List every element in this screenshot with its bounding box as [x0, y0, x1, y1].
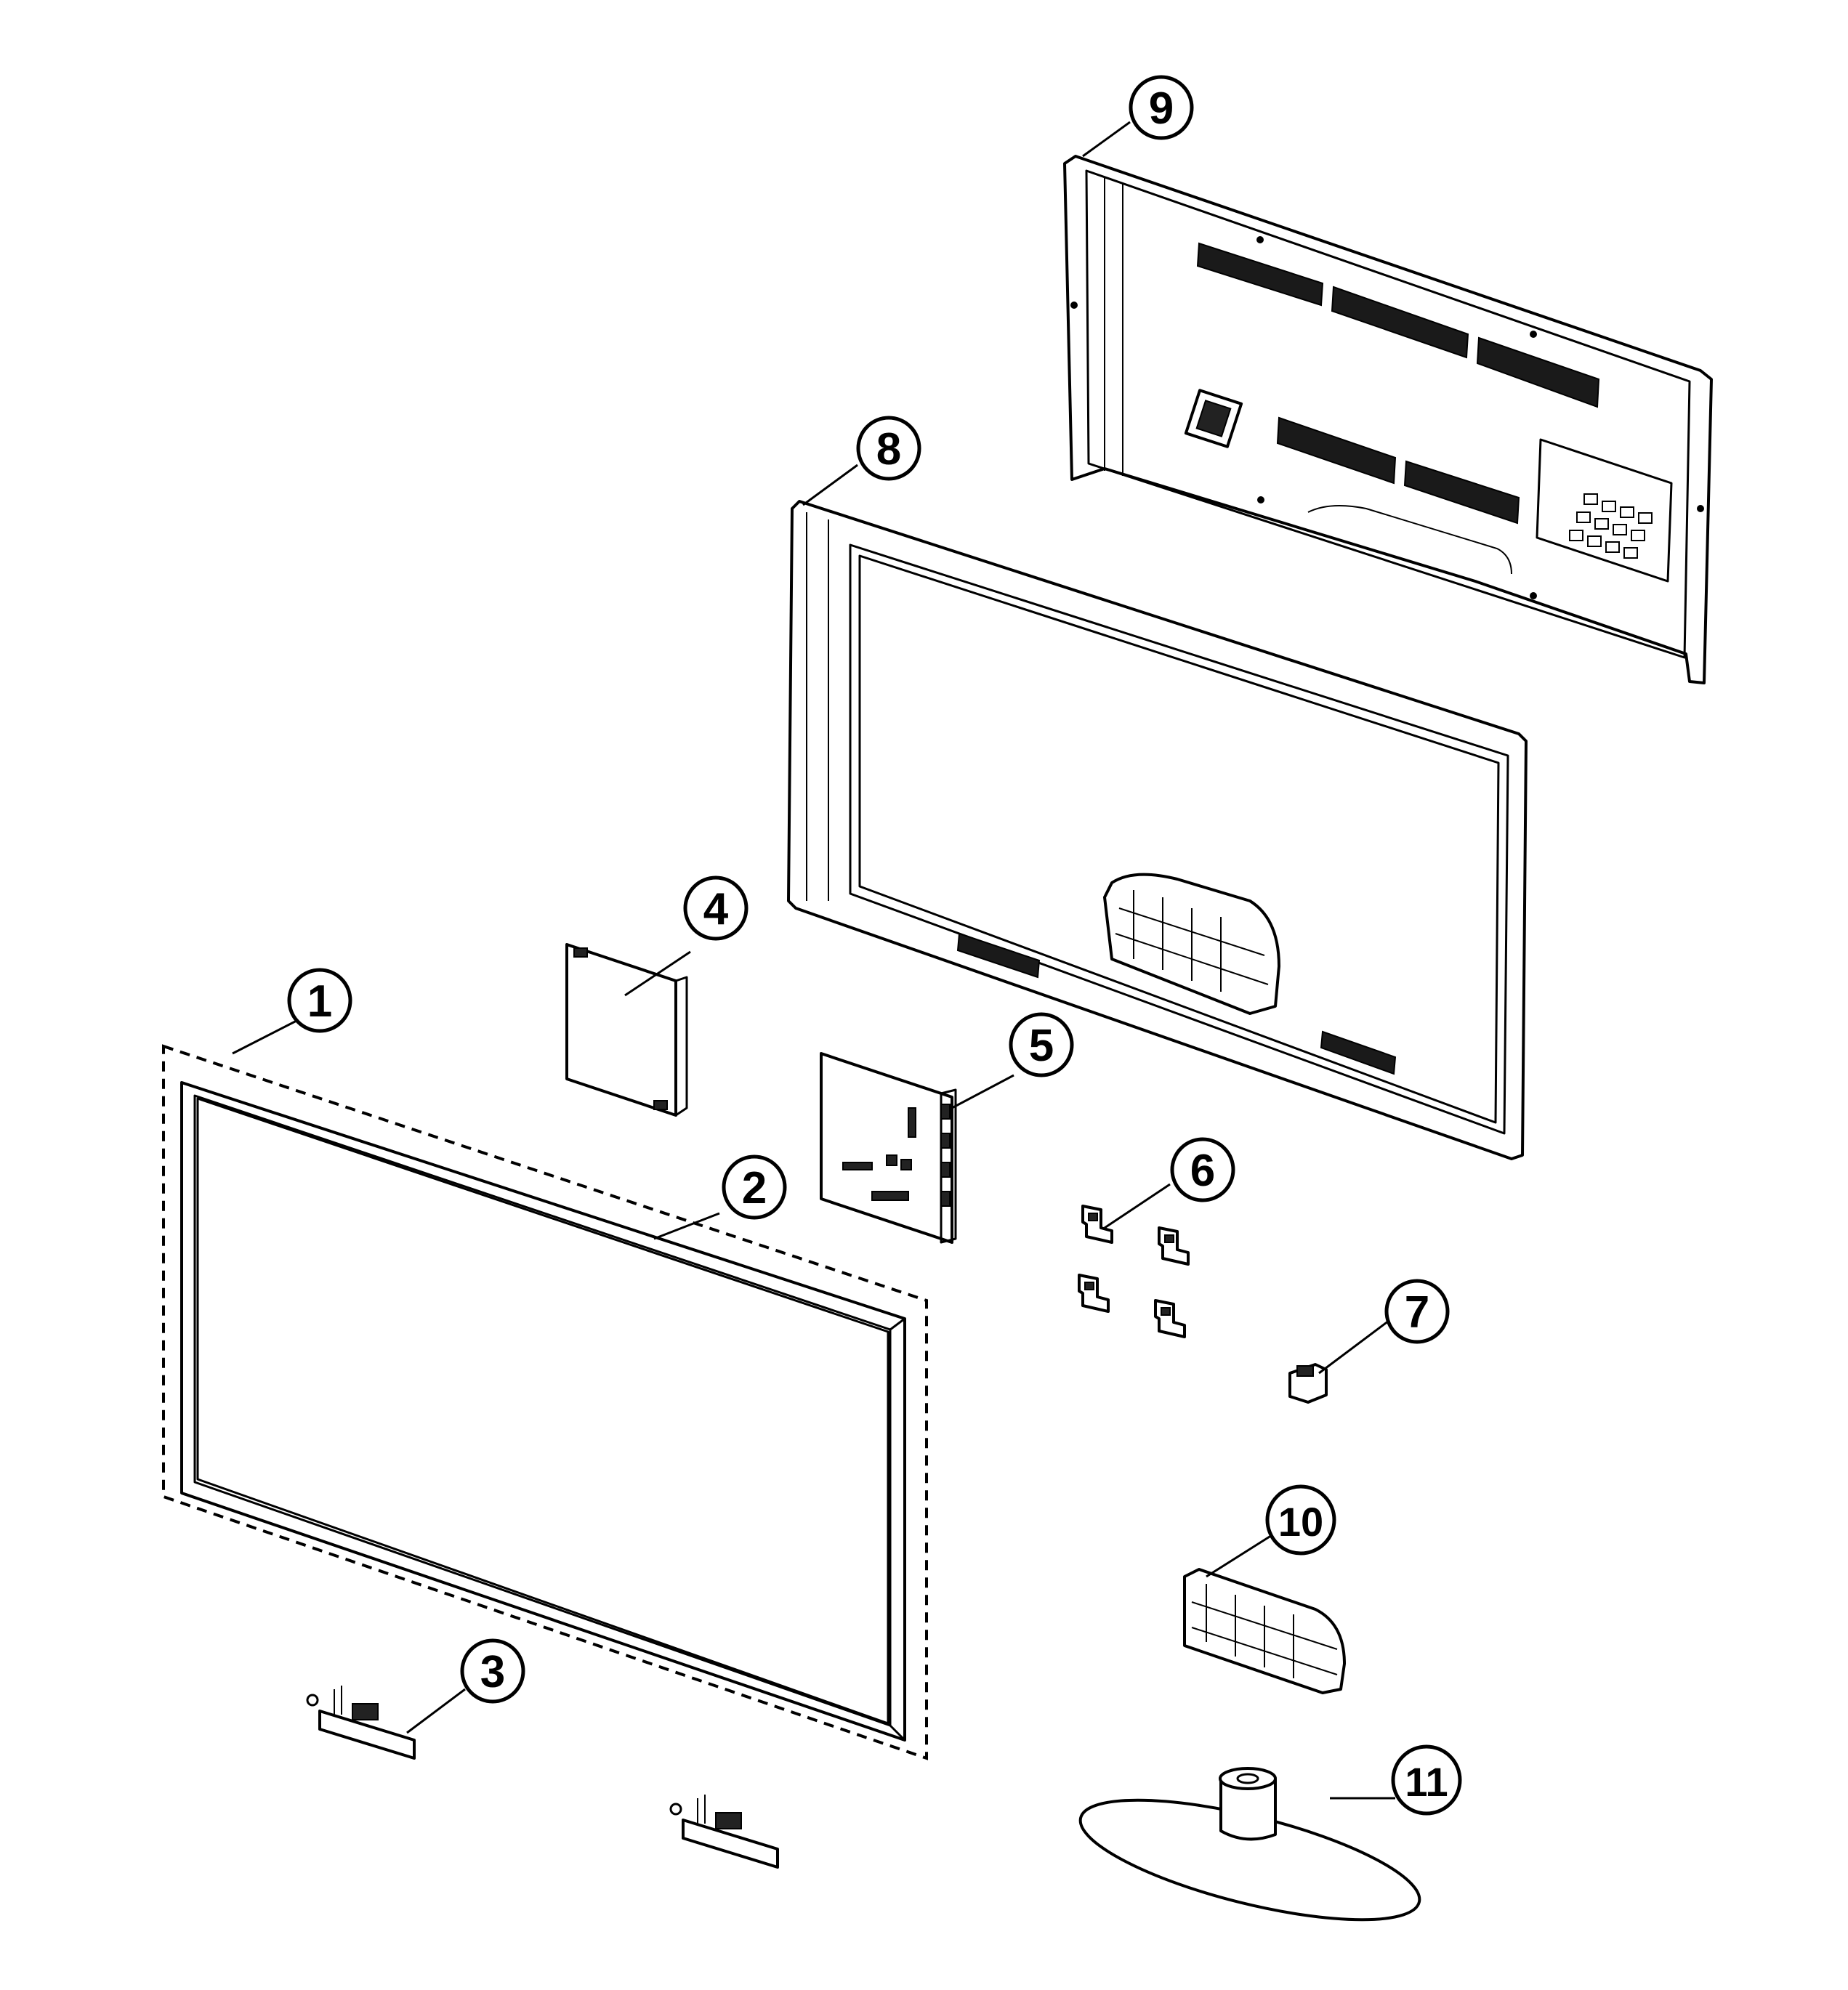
callout-label-5: 5 [1029, 1021, 1054, 1071]
callout-8: 8 [856, 416, 921, 481]
callout-label-4: 4 [703, 884, 729, 934]
holder [1288, 1363, 1328, 1404]
power-board [565, 943, 688, 1117]
callout-4: 4 [683, 875, 749, 941]
callout-10: 10 [1265, 1484, 1336, 1556]
lcd-panel-assembly [162, 1044, 928, 1760]
callout-label-9: 9 [1149, 84, 1174, 134]
callout-6: 6 [1170, 1137, 1235, 1202]
callout-9: 9 [1129, 75, 1194, 140]
leader-lines [232, 121, 1395, 1800]
ir-function-board [306, 1686, 779, 1869]
callout-1: 1 [287, 968, 352, 1033]
brackets [1078, 1205, 1190, 1338]
rear-cover [1063, 155, 1713, 684]
callout-11: 11 [1391, 1744, 1462, 1816]
callout-7: 7 [1384, 1279, 1450, 1344]
stand-base [1078, 1767, 1421, 1922]
callout-5: 5 [1009, 1012, 1074, 1077]
callout-label-3: 3 [480, 1647, 505, 1697]
middle-frame [787, 500, 1528, 1160]
callout-label-10: 10 [1278, 1499, 1323, 1545]
stand-neck [1183, 1568, 1346, 1694]
callout-3: 3 [460, 1638, 525, 1704]
callout-label-1: 1 [307, 976, 332, 1027]
callout-label-2: 2 [742, 1163, 767, 1213]
callout-label-6: 6 [1190, 1146, 1215, 1196]
callout-label-8: 8 [876, 424, 901, 474]
callout-label-7: 7 [1405, 1287, 1429, 1338]
callout-label-11: 11 [1405, 1759, 1448, 1805]
callout-2: 2 [722, 1154, 787, 1220]
main-board [820, 1052, 957, 1244]
